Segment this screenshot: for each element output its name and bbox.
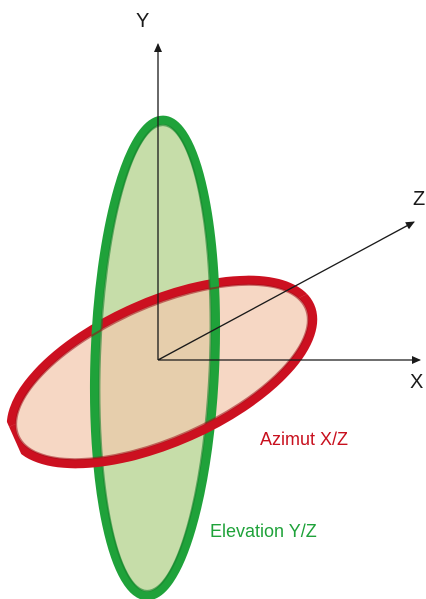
z-axis-label: Z — [413, 188, 425, 210]
z-axis — [157, 221, 415, 361]
elevation-plane-label: Elevation Y/Z — [210, 521, 317, 541]
x-axis-label: X — [410, 371, 423, 393]
y-axis-label: Y — [136, 10, 149, 32]
axes — [154, 43, 421, 364]
azimuth-plane-fill — [11, 280, 313, 464]
azimuth-ring-shade — [15, 283, 309, 461]
azimuth-plane-label: Azimut X/Z — [260, 429, 348, 449]
